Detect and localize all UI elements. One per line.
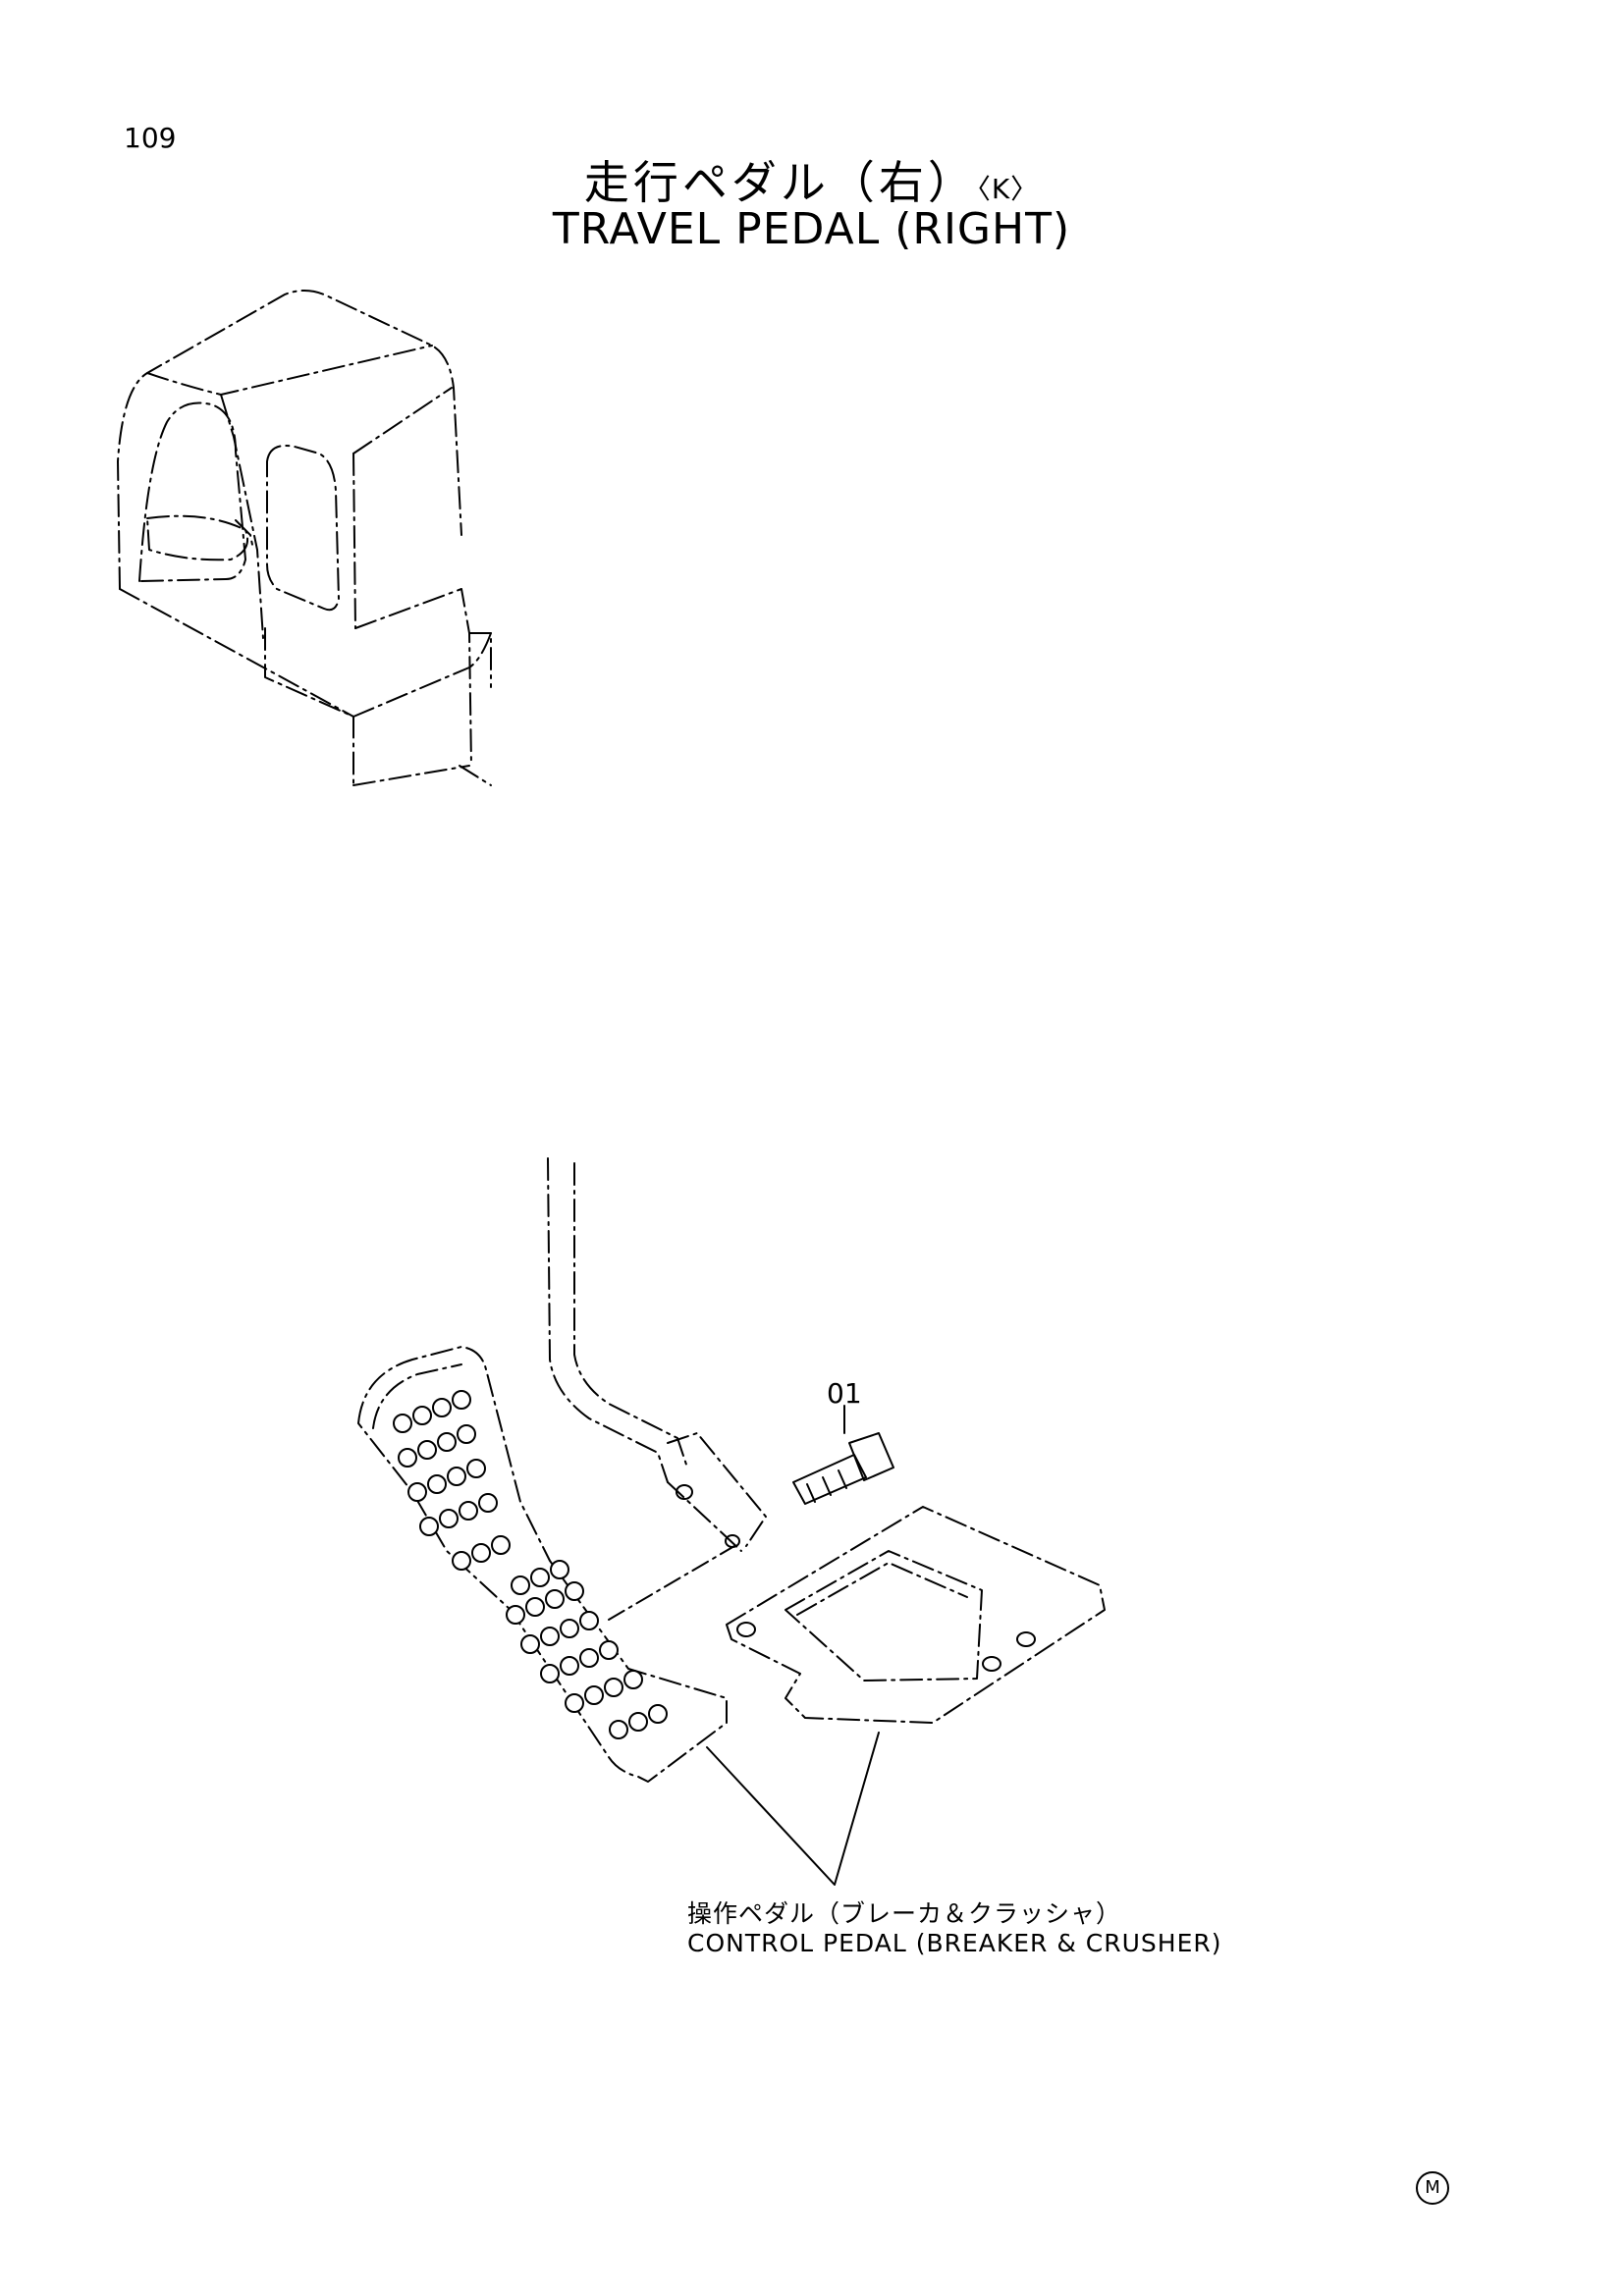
page-title-english: TRAVEL PEDAL (RIGHT) bbox=[552, 204, 1071, 254]
control-pedal-illustration bbox=[357, 1346, 728, 1783]
bolt-01-illustration bbox=[792, 1432, 894, 1505]
pedal-perforations bbox=[393, 1390, 668, 1739]
callout-japanese: 操作ペダル（ブレーカ＆クラッシャ） bbox=[687, 1899, 1122, 1928]
pedal-lever-rod bbox=[547, 1157, 767, 1552]
title-japanese-text: 走行ペダル（右） bbox=[583, 156, 977, 209]
callout-english: CONTROL PEDAL (BREAKER & CRUSHER) bbox=[687, 1929, 1222, 1957]
footer-mark: M bbox=[1416, 2171, 1449, 2205]
title-suffix: 〈K〉 bbox=[976, 173, 1040, 205]
part-ref-01: 01 bbox=[827, 1377, 862, 1410]
page-number: 109 bbox=[124, 122, 177, 154]
control-pedal-plate-illustration bbox=[726, 1506, 1106, 1724]
cab-overview-illustration bbox=[117, 290, 492, 786]
page-title-japanese: 走行ペダル（右）〈K〉 bbox=[0, 147, 1623, 212]
